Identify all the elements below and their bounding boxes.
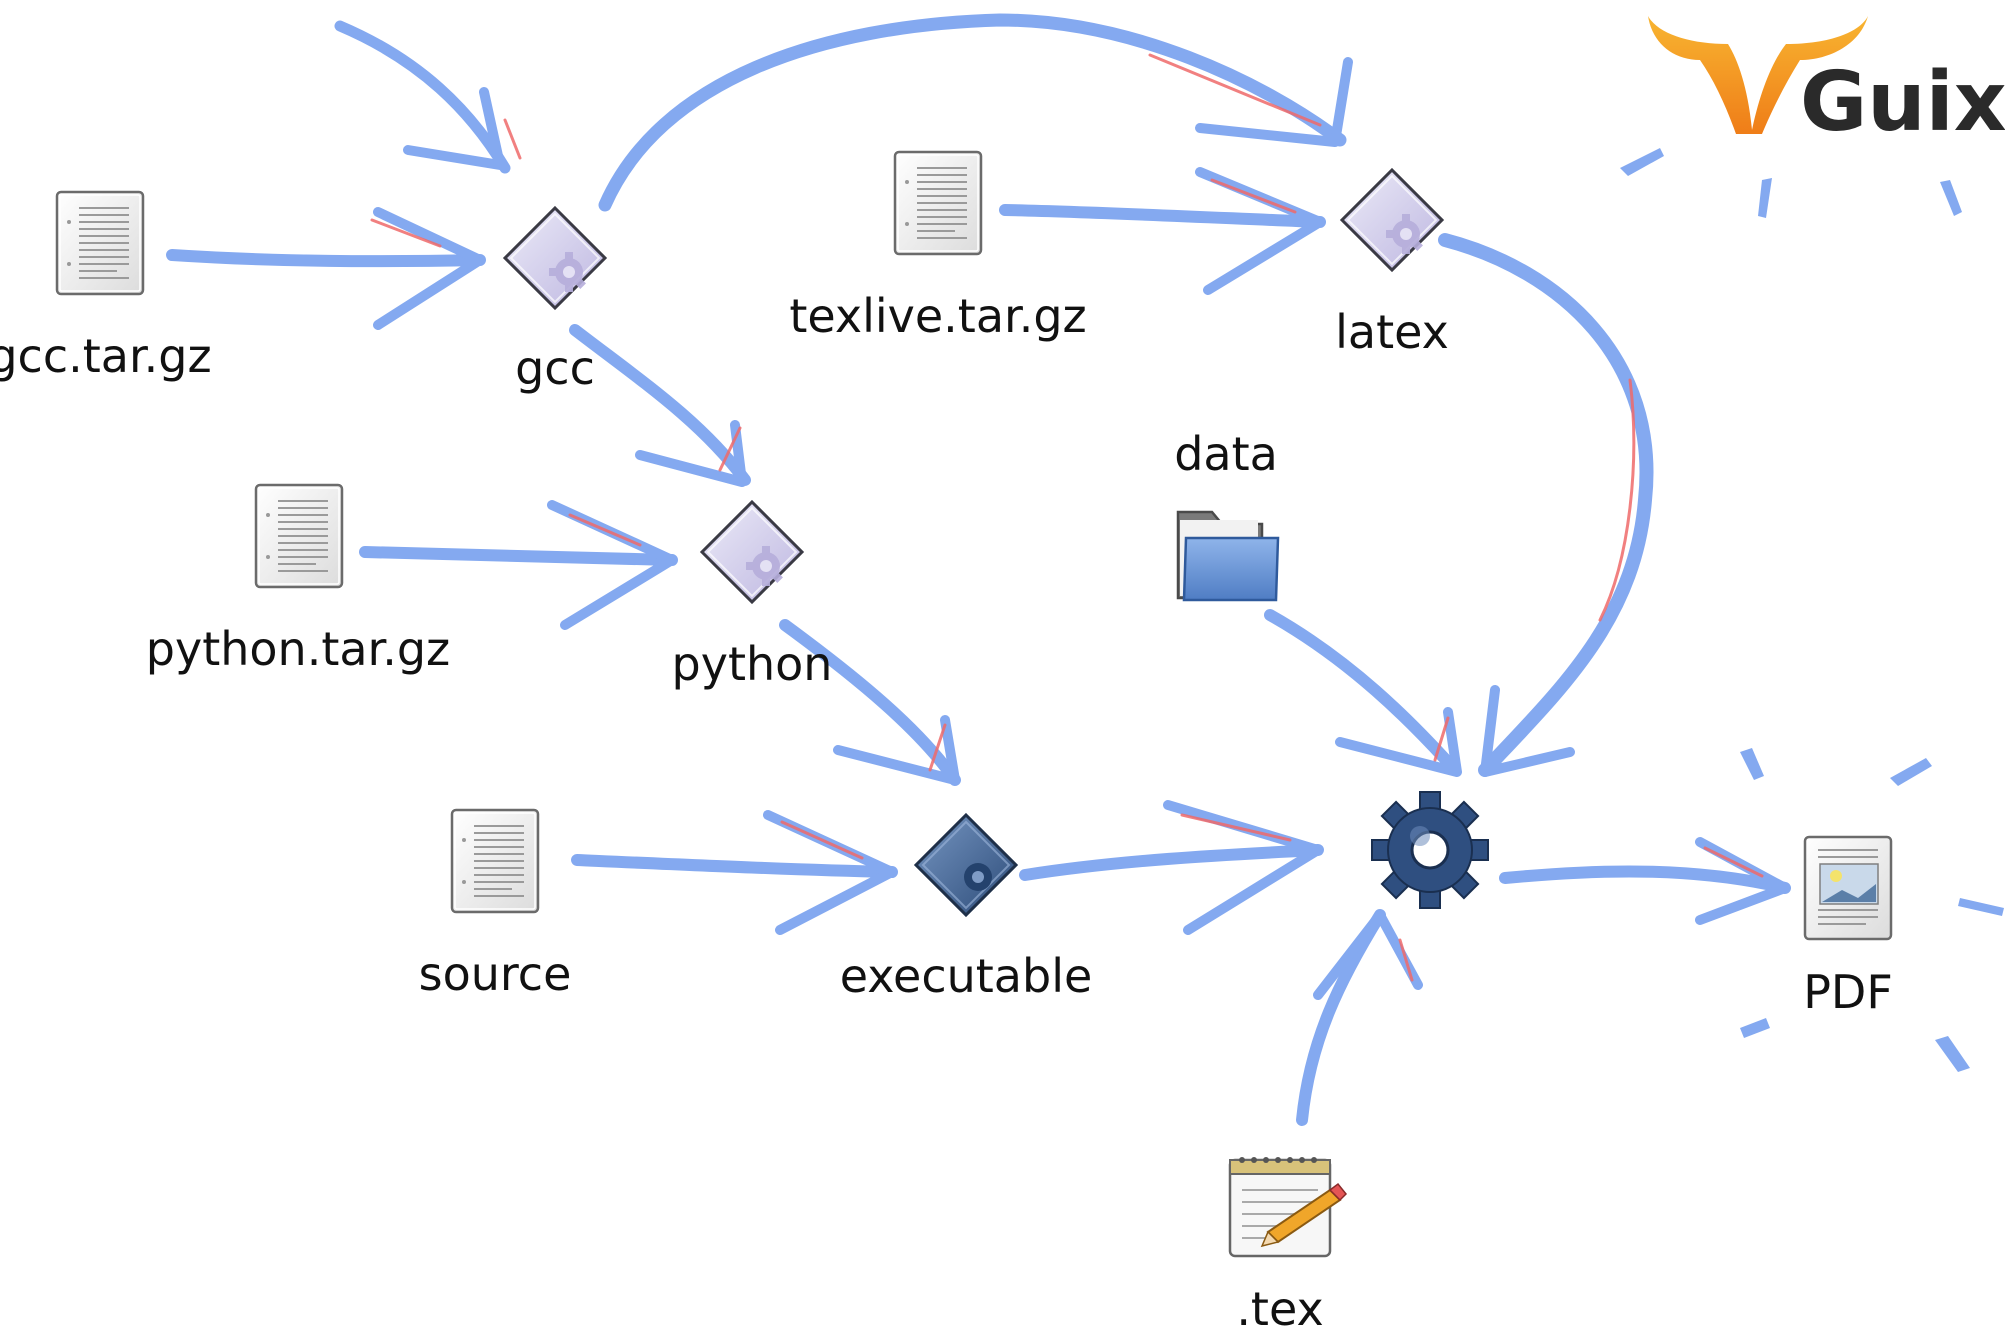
node-python-tarball: python.tar.gz (146, 483, 450, 676)
node-tex: .tex (1228, 1157, 1348, 1328)
folder-icon (1176, 510, 1280, 602)
arrow-gcc-to-python (569, 324, 751, 487)
node-label: gcc (515, 341, 595, 395)
node-label: latex (1335, 305, 1449, 359)
node-source: source (419, 808, 572, 1001)
pdf-document-icon (1803, 835, 1893, 941)
package-icon (700, 500, 804, 604)
node-label: .tex (1236, 1282, 1323, 1328)
node-pdf: PDF (1803, 835, 1893, 1019)
node-label: source (419, 947, 572, 1001)
source-file-icon (893, 150, 983, 256)
arrow-texlive-to-latex (999, 167, 1326, 295)
arrow-process-to-pdf (1499, 837, 1791, 925)
arrow-latex-to-process (1438, 233, 1654, 777)
arrow-executable-to-process (1019, 800, 1324, 935)
arrow-data-to-process (1264, 609, 1462, 777)
node-executable: executable (840, 812, 1093, 1003)
source-file-icon (55, 190, 145, 296)
guix-logo-mark (1648, 16, 1868, 134)
node-label: gcc.tar.gz (0, 329, 212, 383)
node-label: texlive.tar.gz (789, 289, 1086, 343)
node-label: python (672, 637, 833, 691)
arrow-python-to-executable (779, 619, 961, 786)
notepad-pencil-icon (1228, 1157, 1348, 1258)
logo-sparks (1620, 148, 1962, 218)
node-python: python (672, 500, 833, 691)
arrow-python-tarball-to-python (359, 500, 678, 630)
arrow-tex-to-process (1296, 909, 1423, 1126)
node-gcc-tarball: gcc.tar.gz (0, 190, 212, 383)
logo-wordmark: Guix (1800, 55, 2005, 150)
arrow-source-to-executable (571, 810, 898, 935)
gear-icon (1371, 791, 1489, 909)
node-data: data (1174, 427, 1280, 602)
source-file-icon (450, 808, 540, 914)
node-gcc: gcc (503, 206, 607, 395)
arrow-gcc-to-latex (598, 13, 1353, 212)
pdf-sparks (1740, 748, 2004, 1072)
node-label: PDF (1803, 965, 1893, 1019)
node-label: python.tar.gz (146, 622, 450, 676)
dependency-arrows (166, 13, 1791, 1126)
guix-logo: Guix (1648, 16, 2005, 150)
executable-icon (913, 812, 1019, 918)
node-label: data (1174, 427, 1278, 481)
node-process (1371, 791, 1489, 909)
node-label: executable (840, 949, 1093, 1003)
arrow-gcc-tarball-to-gcc (166, 207, 486, 330)
arrow-upstream-to-gcc (334, 20, 522, 174)
node-latex: latex (1335, 168, 1449, 359)
node-texlive-tarball: texlive.tar.gz (789, 150, 1087, 343)
package-icon (503, 206, 607, 310)
source-file-icon (254, 483, 344, 589)
package-icon (1340, 168, 1444, 272)
